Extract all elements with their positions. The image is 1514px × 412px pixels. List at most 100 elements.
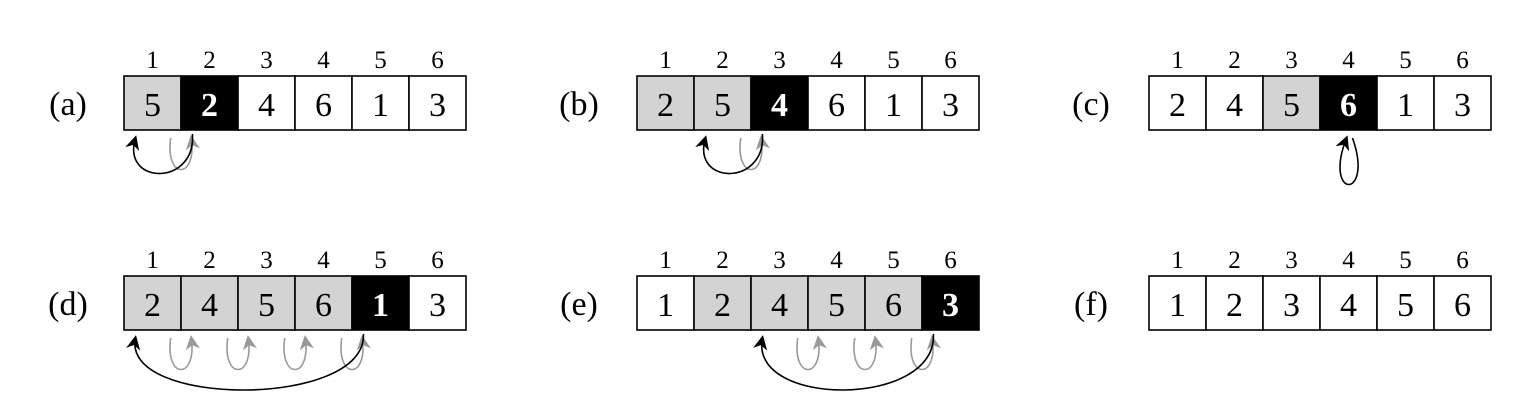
cell-index: 3 [1285,247,1298,274]
shift-arrow [169,135,201,171]
cell-value: 4 [1340,287,1357,324]
cell-index: 1 [659,47,672,74]
cell-value: 3 [942,287,959,324]
array-cell-sorted [123,75,182,131]
array-cell [921,75,980,131]
array-cell [408,75,467,131]
array-cell [351,75,410,131]
cell-value: 6 [315,287,332,324]
array-cell-key [180,75,239,131]
cell-value: 4 [201,287,218,324]
cell-index: 5 [374,247,387,274]
cell-value: 2 [144,287,161,324]
cell-value: 3 [942,87,959,124]
array-cell [1433,275,1492,331]
cell-value: 6 [1454,287,1471,324]
cell-value: 5 [714,87,731,124]
cell-index: 5 [887,247,900,274]
array-cell [807,75,866,131]
cell-index: 3 [773,47,786,74]
array-cell-key [1319,75,1378,131]
cell-index: 3 [260,47,273,74]
cell-value: 1 [657,287,674,324]
array-cell-key [351,275,410,331]
array-cell-sorted [180,275,239,331]
array-cell-key [921,275,980,331]
array-cell-sorted [864,275,923,331]
shift-arrow [796,335,828,371]
shift-arrow [910,335,942,371]
cell-index: 1 [146,247,159,274]
cell-value: 6 [1340,87,1357,124]
cell-index: 3 [773,247,786,274]
cell-index: 4 [830,247,843,274]
cell-value: 2 [1226,287,1243,324]
cell-value: 1 [372,87,389,124]
key-arrow [695,133,764,175]
cell-index: 1 [1171,247,1184,274]
cell-index: 2 [716,247,729,274]
cell-value: 2 [657,87,674,124]
cell-value: 1 [885,87,902,124]
shift-arrow [340,335,372,371]
cell-value: 5 [1397,287,1414,324]
cell-index: 6 [1456,47,1469,74]
shift-arrow [169,335,201,371]
cell-value: 2 [201,87,218,124]
cell-index: 2 [716,47,729,74]
array-cell-sorted [693,275,752,331]
cell-value: 6 [315,87,332,124]
array-cell-sorted [237,275,296,331]
cell-value: 3 [1283,287,1300,324]
panel-label: (b) [559,86,599,123]
cell-index: 2 [1228,47,1241,74]
cell-value: 4 [258,87,275,124]
cell-value: 4 [1226,87,1243,124]
cell-index: 6 [431,47,444,74]
shift-arrow [283,335,315,371]
cell-index: 6 [431,247,444,274]
cell-index: 5 [374,47,387,74]
cell-value: 5 [828,287,845,324]
cell-value: 5 [258,287,275,324]
cell-value: 3 [429,287,446,324]
key-arrow [126,333,365,391]
cell-index: 1 [146,47,159,74]
cell-value: 6 [885,287,902,324]
cell-index: 1 [659,247,672,274]
cell-value: 5 [144,87,161,124]
cell-value: 3 [1454,87,1471,124]
cell-index: 2 [203,247,216,274]
cell-index: 4 [830,47,843,74]
cell-index: 4 [1342,47,1355,74]
cell-index: 3 [260,247,273,274]
cell-value: 2 [1169,87,1186,124]
cell-index: 4 [317,247,330,274]
shift-arrow [226,335,258,371]
array-cell [1433,75,1492,131]
array-cell [864,75,923,131]
cell-value: 2 [714,287,731,324]
cell-value: 4 [771,287,788,324]
key-arrow [125,133,194,175]
cell-index: 1 [1171,47,1184,74]
array-cell-key [750,75,809,131]
array-cell-sorted [1262,75,1321,131]
key-arrow [753,333,935,391]
cell-value: 4 [771,87,788,124]
cell-index: 3 [1285,47,1298,74]
array-cell [237,75,296,131]
array-cell [408,275,467,331]
cell-value: 5 [1283,87,1300,124]
panel-label: (c) [1072,86,1110,123]
panel-label: (e) [560,286,598,323]
cell-index: 5 [1399,47,1412,74]
cell-index: 4 [1342,247,1355,274]
key-arrow [1335,135,1359,186]
